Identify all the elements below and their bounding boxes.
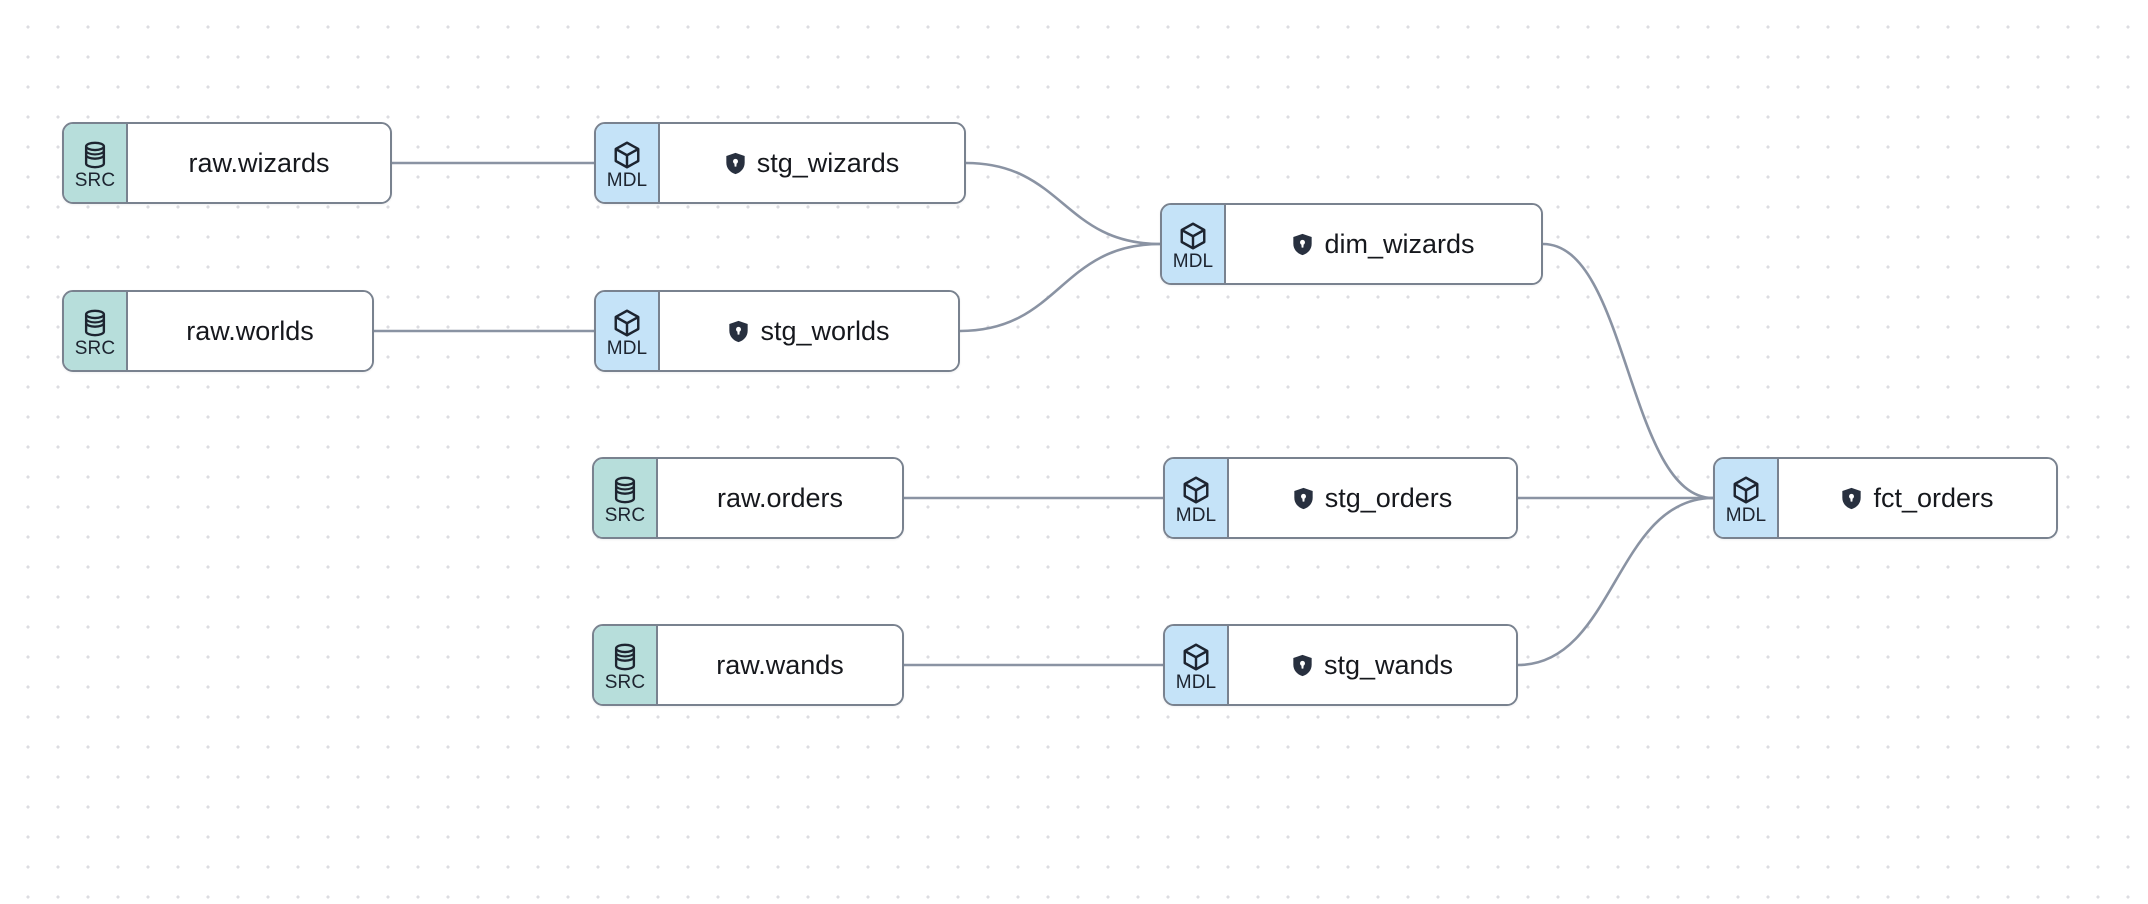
database-icon	[614, 476, 636, 503]
shield-lock-icon	[1842, 487, 1862, 509]
lineage-node-raw-orders[interactable]: SRC raw.orders	[592, 457, 904, 539]
lineage-edge[interactable]	[964, 161, 1162, 246]
cube-icon	[1733, 476, 1759, 503]
node-label: raw.wizards	[188, 148, 330, 178]
node-label: raw.worlds	[186, 316, 314, 346]
lineage-node-raw-worlds[interactable]: SRC raw.worlds	[62, 290, 374, 372]
node-label: dim_wizards	[1324, 229, 1475, 259]
cube-icon	[614, 141, 640, 168]
node-type-code: MDL	[606, 169, 648, 191]
node-label: stg_worlds	[760, 316, 890, 346]
node-body: raw.orders	[658, 459, 902, 537]
node-body: dim_wizards	[1226, 205, 1541, 283]
node-label: raw.wands	[716, 650, 844, 680]
database-icon	[84, 309, 106, 336]
node-type-code: SRC	[604, 671, 646, 693]
cube-icon	[1183, 476, 1209, 503]
node-type-badge: MDL	[596, 292, 660, 370]
shield-lock-icon	[1293, 654, 1312, 676]
node-type-badge: MDL	[1165, 626, 1229, 704]
node-body: stg_worlds	[660, 292, 958, 370]
lineage-node-stg-orders[interactable]: MDL stg_orders	[1163, 457, 1518, 539]
node-body: raw.wizards	[128, 124, 390, 202]
node-body: stg_wizards	[660, 124, 964, 202]
node-label: raw.orders	[716, 483, 844, 513]
node-body: raw.wands	[658, 626, 902, 704]
node-label: stg_wizards	[756, 148, 900, 178]
lineage-node-stg-worlds[interactable]: MDL stg_worlds	[594, 290, 960, 372]
node-label: stg_wands	[1323, 650, 1454, 680]
node-type-badge: SRC	[64, 124, 128, 202]
node-type-badge: MDL	[1715, 459, 1779, 537]
node-body: stg_wands	[1229, 626, 1516, 704]
node-label: fct_orders	[1873, 483, 1994, 513]
cube-icon	[1183, 643, 1209, 670]
node-type-code: SRC	[74, 337, 116, 359]
node-body: stg_orders	[1229, 459, 1516, 537]
node-body: fct_orders	[1779, 459, 2056, 537]
node-type-badge: MDL	[596, 124, 660, 202]
node-type-badge: MDL	[1162, 205, 1226, 283]
database-icon	[614, 643, 636, 670]
lineage-node-stg-wands[interactable]: MDL stg_wands	[1163, 624, 1518, 706]
node-type-code: MDL	[1172, 250, 1214, 272]
node-type-code: MDL	[606, 337, 648, 359]
lineage-node-stg-wizards[interactable]: MDL stg_wizards	[594, 122, 966, 204]
cube-icon	[614, 309, 640, 336]
lineage-node-raw-wizards[interactable]: SRC raw.wizards	[62, 122, 392, 204]
node-type-code: SRC	[74, 169, 116, 191]
lineage-node-fct-orders[interactable]: MDL fct_orders	[1713, 457, 2058, 539]
lineage-node-raw-wands[interactable]: SRC raw.wands	[592, 624, 904, 706]
cube-icon	[1180, 222, 1206, 249]
lineage-edge[interactable]	[1516, 496, 1715, 667]
lineage-edge[interactable]	[958, 242, 1162, 333]
lineage-edge[interactable]	[1541, 242, 1715, 500]
node-type-badge: SRC	[594, 626, 658, 704]
node-type-badge: SRC	[594, 459, 658, 537]
node-label: stg_orders	[1324, 483, 1453, 513]
shield-lock-icon	[1294, 487, 1313, 509]
node-type-code: SRC	[604, 504, 646, 526]
shield-lock-icon	[726, 152, 745, 174]
node-body: raw.worlds	[128, 292, 372, 370]
database-icon	[84, 141, 106, 168]
node-type-badge: SRC	[64, 292, 128, 370]
node-type-code: MDL	[1175, 504, 1217, 526]
shield-lock-icon	[729, 320, 749, 342]
node-type-code: MDL	[1175, 671, 1217, 693]
node-type-code: MDL	[1725, 504, 1767, 526]
lineage-node-dim-wizards[interactable]: MDL dim_wizards	[1160, 203, 1543, 285]
node-type-badge: MDL	[1165, 459, 1229, 537]
shield-lock-icon	[1293, 233, 1313, 255]
